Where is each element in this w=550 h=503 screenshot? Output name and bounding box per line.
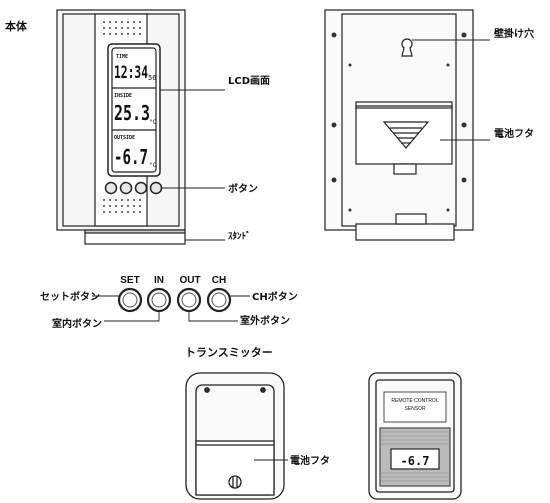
ch-button[interactable] (206, 287, 232, 313)
in-button[interactable] (146, 287, 172, 313)
transmitter-text: REMOTE CONTROL SENSOR -6.7 (391, 398, 438, 468)
leader-lines-main (160, 89, 225, 241)
ch-cap: CH (212, 275, 226, 286)
leader-lines-buttons (92, 295, 250, 322)
stand-label: ｽﾀﾝﾄﾞ (228, 232, 251, 242)
transmitter-lcd-value: -6.7 (401, 454, 430, 468)
stand (84, 231, 186, 245)
wall-hook-label: 壁掛け穴 (494, 29, 534, 40)
main-unit-title: 本体 (5, 20, 27, 33)
ch-button-label: CHボタン (252, 292, 298, 303)
transmitter-grille-lines (380, 431, 450, 482)
lcd-readout: TIME 12:34 56 INSIDE 25.3 °C OUTSIDE -6.… (114, 54, 157, 169)
outdoor-button-label: 室外ボタン (240, 316, 290, 327)
button-caps: SET IN OUT CH (120, 275, 226, 286)
front-button-1[interactable] (104, 181, 118, 195)
front-button-2[interactable] (119, 181, 133, 195)
leader-lines-back (412, 39, 490, 141)
transmitter-line2: SENSOR (404, 406, 426, 412)
lcd-screen-label: LCD画面 (228, 76, 271, 87)
indoor-button-label: 室内ボタン (52, 319, 102, 330)
lcd-screen (107, 43, 161, 177)
battery-cover-tx-label: 電池フタ (290, 456, 330, 467)
lcd-indoor-label: INSIDE (114, 93, 132, 99)
lcd-outdoor-temp: -6.7 (114, 145, 148, 169)
front-buttons (104, 181, 163, 195)
button-closeup (117, 287, 232, 313)
transmitter-back (185, 372, 285, 500)
lcd-outdoor-unit: °C (149, 162, 157, 169)
lcd-time-label: TIME (116, 54, 128, 60)
out-button[interactable] (176, 287, 202, 313)
lcd-indoor-temp: 25.3 (114, 101, 150, 125)
lcd-seconds: 56 (148, 74, 156, 82)
front-button-4[interactable] (149, 181, 163, 195)
lcd-outdoor-label: OUTSIDE (114, 135, 135, 141)
wall-hook-hole (401, 38, 413, 57)
transmitter-title: トランスミッター (185, 346, 273, 359)
main-unit-front (56, 9, 186, 245)
speaker-grille (103, 21, 141, 213)
lcd-time: 12:34 (114, 63, 148, 83)
out-cap: OUT (179, 275, 200, 286)
set-cap: SET (120, 275, 139, 286)
front-button-3[interactable] (134, 181, 148, 195)
battery-cover-main-label: 電池フタ (494, 129, 534, 140)
main-unit-back (324, 9, 474, 241)
lcd-indoor-unit: °C (149, 119, 157, 126)
set-button-label: セットボタン (40, 292, 100, 303)
transmitter-lcd (390, 448, 440, 470)
transmitter-label-area (383, 391, 447, 423)
in-cap: IN (154, 275, 164, 286)
set-button[interactable] (117, 287, 143, 313)
transmitter-line1: REMOTE CONTROL (391, 398, 438, 404)
buttons-label: ボタン (228, 184, 258, 195)
button-closeup-inner (122, 292, 227, 308)
